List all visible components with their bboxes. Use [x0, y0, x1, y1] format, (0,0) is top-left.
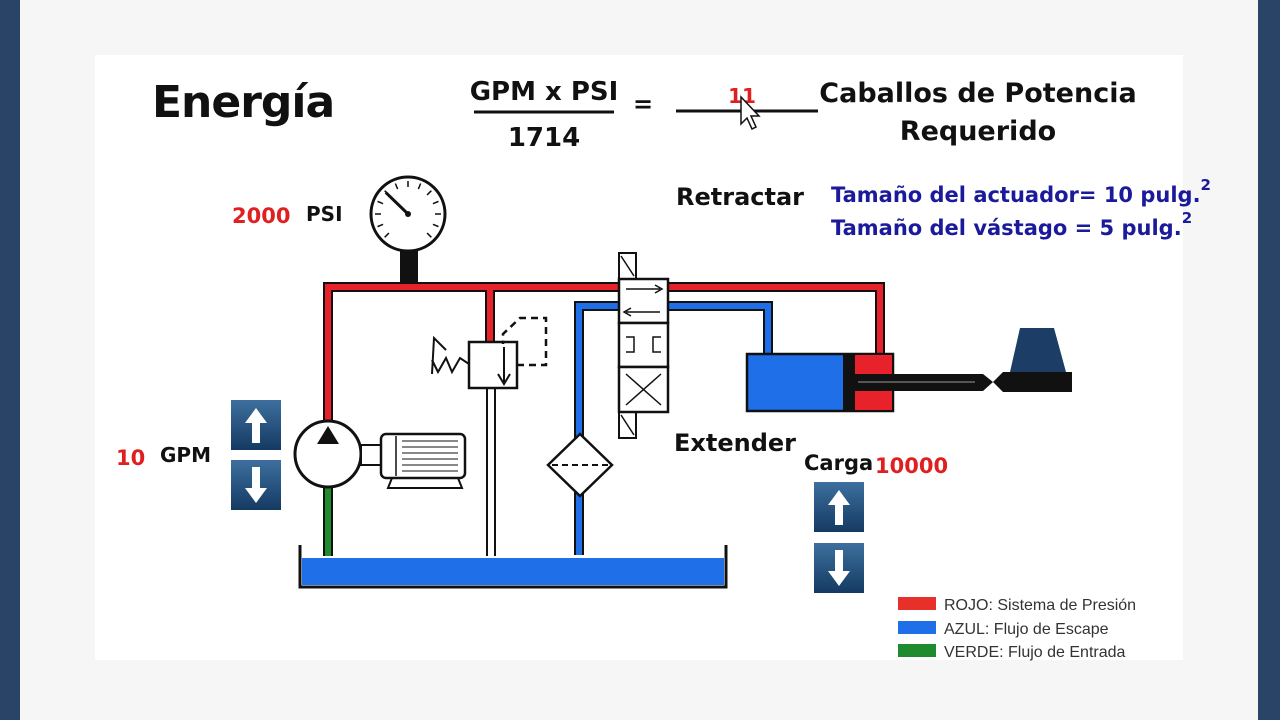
filter-symbol: [546, 432, 614, 498]
flow-decrease-button[interactable]: [231, 460, 281, 510]
page-title: Energía: [152, 77, 334, 128]
color-legend: ROJO: Sistema de Presión AZUL: Flujo de …: [898, 597, 1136, 661]
gauge-hub: [405, 211, 411, 217]
arrow-up-icon: [245, 408, 267, 443]
gauge-stem: [400, 248, 418, 284]
power-formula: GPM x PSI 1714 = 11 Caballos de Potencia…: [470, 77, 1137, 153]
tank-fluid: [302, 558, 724, 585]
formula-denominator: 1714: [508, 123, 580, 153]
actuator-size-line: Tamaño del actuador= 10 pulg.2: [831, 176, 1211, 207]
reservoir-tank: [298, 545, 728, 589]
cylinder-piston: [843, 354, 855, 411]
gauge-tick: [417, 183, 422, 190]
flow-value: 10: [116, 446, 145, 470]
arrow-down-icon: [828, 550, 850, 586]
hydraulic-cylinder: [745, 328, 1072, 413]
legend-swatch-blue: [898, 621, 936, 634]
result-label-line1: Caballos de Potencia: [819, 78, 1136, 109]
gauge-tick: [426, 190, 432, 196]
legend-label-green: VERDE: Flujo de Entrada: [944, 644, 1126, 661]
arrow-up-icon: [828, 490, 850, 525]
load-weight: [1010, 328, 1066, 372]
electric-motor: [360, 432, 467, 489]
load-increase-button[interactable]: [814, 482, 864, 532]
legend-label-blue: AZUL: Flujo de Escape: [944, 621, 1109, 638]
actuator-info: Tamaño del actuador= 10 pulg.2 Tamaño de…: [831, 176, 1211, 240]
load-mount: [993, 372, 1072, 392]
result-label-line2: Requerido: [900, 116, 1056, 147]
legend-swatch-green: [898, 644, 936, 657]
extend-label: Extender: [674, 429, 796, 457]
gauge-tick: [377, 223, 384, 228]
pump-symbol: [293, 419, 363, 489]
gauge-tick: [377, 200, 384, 205]
legend-label-red: ROJO: Sistema de Presión: [944, 597, 1136, 614]
pressure-unit: PSI: [306, 202, 343, 226]
flow-increase-button[interactable]: [231, 400, 281, 450]
formula-equals: =: [633, 90, 653, 118]
gauge-tick: [432, 200, 439, 205]
relief-valve: [431, 316, 548, 390]
mouse-pointer-icon: [740, 95, 761, 131]
legend-swatch-red: [898, 597, 936, 610]
retract-label: Retractar: [676, 183, 804, 211]
pressure-line-fill: [325, 284, 883, 420]
pressure-value: 2000: [232, 204, 290, 228]
gauge-needle: [384, 191, 410, 216]
flow-unit: GPM: [160, 443, 211, 467]
gauge-tick: [384, 232, 390, 238]
pressure-gauge: [369, 175, 447, 284]
formula-numerator: GPM x PSI: [470, 77, 619, 107]
return-line-fill: [576, 303, 771, 555]
arrow-down-icon: [245, 467, 267, 503]
load-decrease-button[interactable]: [814, 543, 864, 593]
gauge-tick: [394, 183, 399, 190]
gauge-tick: [432, 223, 439, 228]
gauge-tick: [426, 232, 432, 238]
rod-size-line: Tamaño del vástago = 5 pulg.2: [831, 209, 1192, 240]
load-value: 10000: [875, 454, 948, 478]
load-label: Carga: [804, 451, 873, 475]
directional-valve: [617, 252, 670, 439]
tank-outline: [298, 545, 728, 589]
